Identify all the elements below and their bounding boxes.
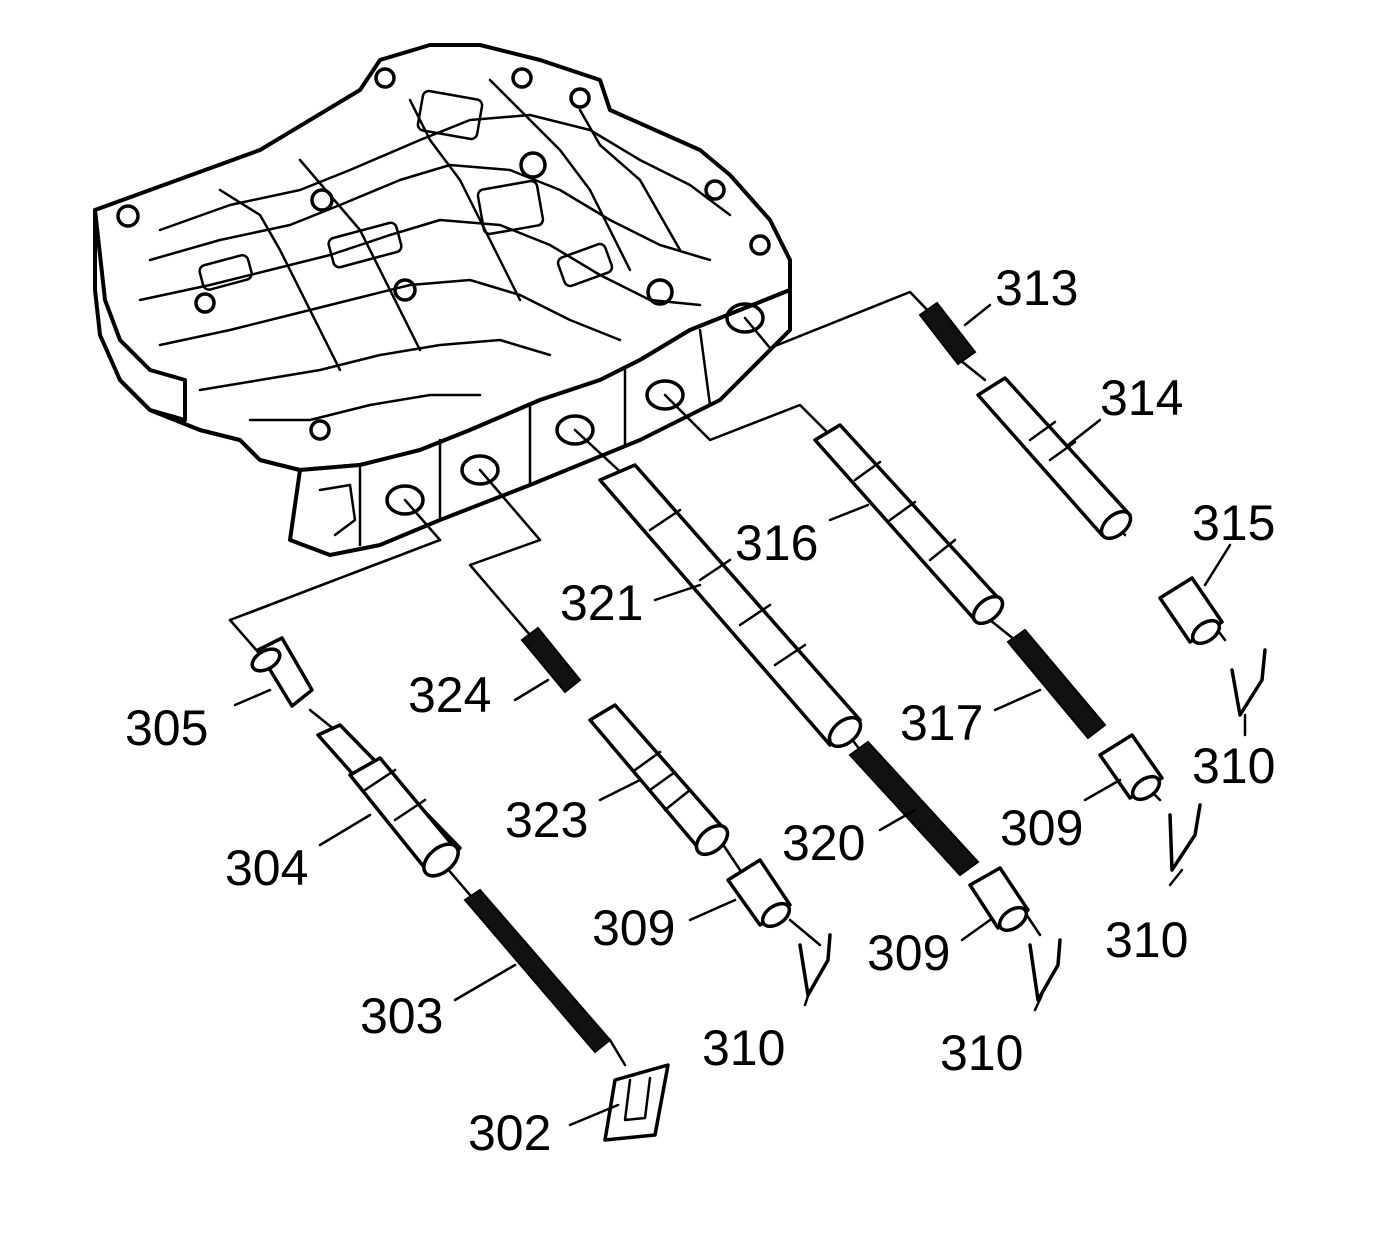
- part-304-valve: [316, 723, 462, 878]
- part-302-retainer: [603, 1063, 670, 1142]
- part-315-plug: [1158, 576, 1224, 646]
- callout-313: 313: [995, 260, 1078, 316]
- callout-324: 324: [408, 667, 491, 723]
- part-314-valve: [976, 376, 1133, 541]
- part-324-spring: [520, 626, 582, 694]
- callout-309: 309: [592, 900, 675, 956]
- callout-310: 310: [702, 1020, 785, 1076]
- callout-309: 309: [1000, 800, 1083, 856]
- part-320-spring: [848, 740, 980, 877]
- part-323-valve: [588, 703, 730, 857]
- part-303-spring: [463, 888, 612, 1054]
- callout-310: 310: [1192, 738, 1275, 794]
- callout-304: 304: [225, 840, 308, 896]
- callout-316: 316: [735, 515, 818, 571]
- callout-315: 315: [1192, 495, 1275, 551]
- part-309-plug-a: [726, 858, 792, 929]
- part-310-clip-d: [1230, 648, 1267, 717]
- callout-302: 302: [468, 1105, 551, 1161]
- callout-314: 314: [1100, 370, 1183, 426]
- part-309-plug-c: [1098, 733, 1164, 802]
- callout-leaders: [233, 303, 1247, 1127]
- part-317-spring: [1006, 628, 1107, 740]
- part-321-valve: [598, 463, 863, 749]
- callout-323: 323: [505, 792, 588, 848]
- callout-320: 320: [782, 815, 865, 871]
- callout-317: 317: [900, 695, 983, 751]
- callout-309: 309: [867, 925, 950, 981]
- part-310-clip-c: [1168, 803, 1202, 872]
- valve-body: [93, 43, 792, 557]
- part-310-clip-b: [1028, 938, 1062, 1002]
- part-309-plug-b: [968, 866, 1030, 933]
- part-310-clip-a: [798, 933, 832, 997]
- callout-305: 305: [125, 700, 208, 756]
- callout-labels: 305 304 303 302 324 323 309 310 321 320 …: [125, 260, 1275, 1161]
- callout-310: 310: [1105, 912, 1188, 968]
- part-313-spring: [918, 301, 977, 366]
- callout-321: 321: [560, 575, 643, 631]
- callout-303: 303: [360, 988, 443, 1044]
- part-316-valve: [813, 423, 1005, 626]
- part-305-valve: [250, 636, 314, 708]
- callout-310: 310: [940, 1025, 1023, 1081]
